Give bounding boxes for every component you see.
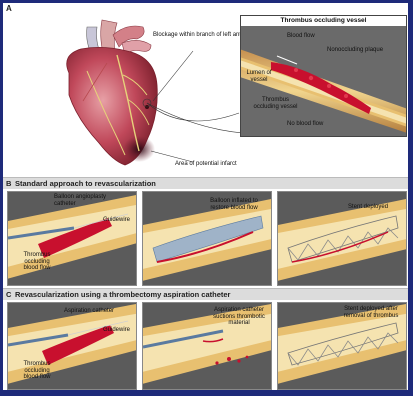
- inset-title: Thrombus occluding vessel: [241, 18, 406, 25]
- inset-no-flow: No blood flow: [287, 121, 323, 128]
- inset-thrombus: Thrombus occluding vessel: [253, 97, 298, 110]
- b3-stent-label: Stent deployed: [348, 204, 388, 211]
- section-c-header: C Revascularization using a thrombectomy…: [3, 288, 408, 300]
- blockage-label: Blockage within branch of left anterior …: [153, 32, 237, 39]
- inset-blood-flow: Blood flow: [287, 33, 315, 40]
- inset-thrombus-panel: Thrombus occluding vessel Blood flow Non…: [240, 15, 407, 137]
- b1-thrombus-label: Thrombus occluding blood flow: [17, 252, 57, 272]
- section-b-header: B Standard approach to revascularization: [3, 177, 408, 189]
- inset-plaque: Nonoccluding plaque: [327, 47, 383, 54]
- c3-stent-label: Stent deployed after removal of thrombus: [340, 306, 402, 319]
- figure-frame: A: [3, 3, 408, 390]
- section-c-title: Revascularization using a thrombectomy a…: [15, 290, 230, 299]
- c2-suction-label: Aspiration catheter suctions thrombotic …: [209, 307, 269, 327]
- infarct-label: Area of potential infarct: [175, 161, 237, 168]
- section-c-letter: C: [6, 290, 11, 299]
- section-b-letter: B: [6, 179, 11, 188]
- c1-catheter-label: Aspiration catheter: [64, 308, 114, 315]
- c1-guidewire-label: Guidewire: [103, 327, 130, 334]
- section-b-title: Standard approach to revascularization: [15, 179, 156, 188]
- inset-lumen: Lumen of vessel: [244, 70, 274, 83]
- b1-guidewire-label: Guidewire: [103, 217, 130, 224]
- b2-balloon-label: Balloon inflated to restore blood flow: [203, 198, 265, 211]
- b1-catheter-label: Balloon angioplasty catheter: [54, 194, 126, 207]
- c1-thrombus-label: Thrombus occluding blood flow: [17, 361, 57, 381]
